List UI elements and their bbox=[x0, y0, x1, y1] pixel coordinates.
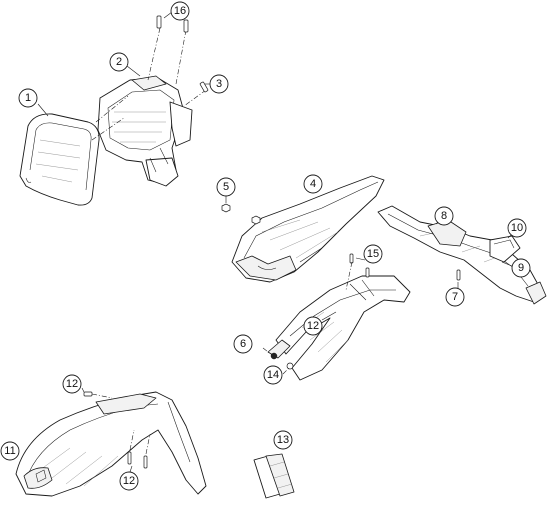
callout-11: 11 bbox=[0, 441, 20, 461]
svg-text:14: 14 bbox=[267, 369, 279, 381]
seat bbox=[231, 175, 385, 283]
svg-text:11: 11 bbox=[4, 445, 15, 457]
rear-fender bbox=[377, 205, 541, 303]
svg-text:4: 4 bbox=[310, 178, 316, 190]
svg-text:12: 12 bbox=[66, 378, 78, 390]
svg-text:9: 9 bbox=[518, 262, 524, 274]
svg-text:2: 2 bbox=[116, 56, 122, 68]
callout-2: 2 bbox=[109, 52, 129, 72]
callout-7: 7 bbox=[445, 287, 465, 307]
callouts: 1 2 3 4 5 6 7 8 9 10 11 12 12 12 13 bbox=[0, 1, 531, 491]
svg-text:12: 12 bbox=[307, 320, 319, 332]
callout-12-front-bottom: 12 bbox=[119, 471, 139, 491]
svg-text:16: 16 bbox=[174, 5, 186, 17]
svg-text:10: 10 bbox=[511, 222, 523, 234]
svg-text:1: 1 bbox=[25, 92, 31, 104]
callout-12-front-top: 12 bbox=[62, 374, 82, 394]
subframe-hardware bbox=[262, 253, 370, 375]
callout-9: 9 bbox=[511, 258, 531, 278]
callout-13: 13 bbox=[273, 430, 293, 450]
callout-12-subframe: 12 bbox=[303, 316, 323, 336]
callout-14: 14 bbox=[263, 365, 283, 385]
fork-protectors bbox=[253, 453, 295, 499]
svg-text:6: 6 bbox=[240, 338, 246, 350]
svg-text:12: 12 bbox=[123, 475, 135, 487]
callout-16: 16 bbox=[170, 1, 190, 21]
license-plate-holder bbox=[489, 235, 547, 305]
svg-text:5: 5 bbox=[223, 181, 229, 193]
callout-3: 3 bbox=[209, 74, 229, 94]
headlight-bracket bbox=[97, 75, 193, 187]
front-fender bbox=[15, 391, 207, 497]
callout-1: 1 bbox=[18, 88, 38, 108]
bracket-screws bbox=[156, 15, 209, 93]
headlight-mask bbox=[19, 113, 100, 206]
svg-text:15: 15 bbox=[367, 248, 379, 260]
seat-nuts bbox=[221, 196, 261, 225]
callout-5: 5 bbox=[216, 177, 236, 197]
callout-4: 4 bbox=[303, 174, 323, 194]
callout-15: 15 bbox=[363, 244, 383, 264]
callout-8: 8 bbox=[434, 206, 454, 226]
svg-text:7: 7 bbox=[452, 291, 458, 303]
svg-text:13: 13 bbox=[277, 434, 289, 446]
callout-10: 10 bbox=[507, 218, 527, 238]
svg-text:3: 3 bbox=[216, 78, 222, 90]
headlight-leaders bbox=[37, 11, 210, 141]
front-fender-hardware bbox=[81, 387, 151, 473]
svg-text:8: 8 bbox=[441, 210, 447, 222]
callout-6: 6 bbox=[233, 334, 253, 354]
